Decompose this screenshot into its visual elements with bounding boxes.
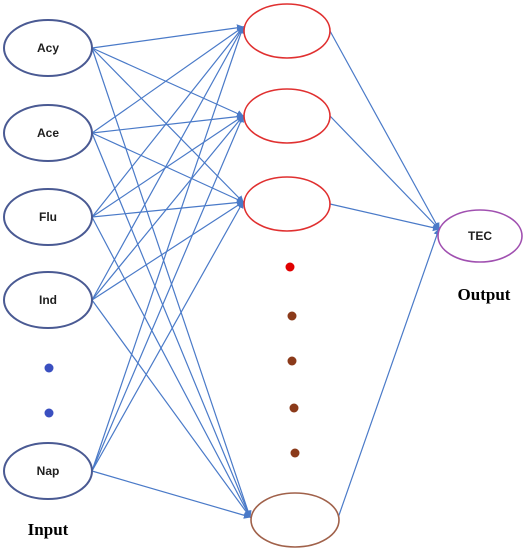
input-hidden-connection bbox=[91, 25, 245, 472]
input-node-flu: Flu bbox=[3, 188, 93, 246]
input-caption: Input bbox=[28, 520, 69, 539]
input-node-ind: Ind bbox=[3, 271, 93, 329]
hidden-node-last bbox=[250, 492, 340, 548]
hidden-output-connection bbox=[329, 30, 440, 231]
output-layer: TEC bbox=[437, 209, 523, 263]
output-node-tec: TEC bbox=[437, 209, 523, 263]
hidden-ellipsis-dot bbox=[287, 356, 297, 366]
input-hidden-connection bbox=[91, 26, 244, 218]
input-hidden-connection bbox=[91, 132, 252, 519]
hidden-output-connection bbox=[337, 227, 441, 519]
input-ellipsis-dot bbox=[44, 363, 54, 373]
input-hidden-connection bbox=[91, 299, 251, 518]
input-node-shape bbox=[3, 188, 93, 246]
input-node-shape bbox=[3, 442, 93, 500]
hidden-output-connection bbox=[329, 203, 441, 232]
input-hidden-connection bbox=[91, 216, 251, 519]
input-node-label: Ace bbox=[37, 126, 59, 140]
hidden-ellipsis-dot bbox=[289, 403, 299, 413]
output-caption: Output bbox=[458, 285, 511, 304]
input-hidden-connection bbox=[91, 132, 245, 203]
input-hidden-connection bbox=[91, 199, 245, 218]
input-hidden-connection bbox=[91, 47, 245, 117]
input-node-label: Ind bbox=[39, 293, 57, 307]
input-hidden-connection bbox=[91, 115, 244, 218]
input-node-label: Acy bbox=[37, 41, 59, 55]
input-hidden-connection bbox=[91, 47, 252, 519]
input-node-ace: Ace bbox=[3, 104, 93, 162]
input-hidden-connection bbox=[91, 113, 245, 134]
input-node-nap: Nap bbox=[3, 442, 93, 500]
input-hidden-connection bbox=[91, 25, 244, 301]
input-hidden-connection bbox=[91, 26, 244, 134]
hidden-node bbox=[243, 176, 331, 232]
input-node-shape bbox=[3, 104, 93, 162]
input-hidden-connection bbox=[91, 114, 244, 472]
input-hidden-connection bbox=[91, 115, 244, 301]
input-node-acy: Acy bbox=[3, 19, 93, 77]
input-node-label: Flu bbox=[39, 210, 57, 224]
hidden-node bbox=[243, 88, 331, 144]
connections bbox=[91, 24, 441, 519]
hidden-ellipsis-dot bbox=[285, 262, 295, 272]
input-ellipsis bbox=[44, 363, 54, 418]
output-node-shape bbox=[437, 209, 523, 263]
hidden-ellipsis-dot bbox=[287, 311, 297, 321]
hidden-ellipsis bbox=[285, 262, 300, 458]
input-node-shape bbox=[3, 271, 93, 329]
hidden-node bbox=[243, 3, 331, 59]
input-hidden-connection bbox=[91, 201, 245, 301]
input-node-shape bbox=[3, 19, 93, 77]
input-hidden-connection bbox=[91, 470, 252, 519]
input-ellipsis-dot bbox=[44, 408, 54, 418]
input-layer: Acy Ace Flu Ind Nap bbox=[3, 19, 93, 500]
hidden-output-connection bbox=[329, 115, 440, 230]
input-node-label: Nap bbox=[37, 464, 60, 478]
hidden-ellipsis-dot bbox=[290, 448, 300, 458]
output-node-label: TEC bbox=[468, 229, 492, 243]
input-hidden-connection bbox=[91, 200, 244, 472]
input-hidden-connection bbox=[91, 24, 245, 49]
hidden-layer bbox=[243, 3, 340, 548]
